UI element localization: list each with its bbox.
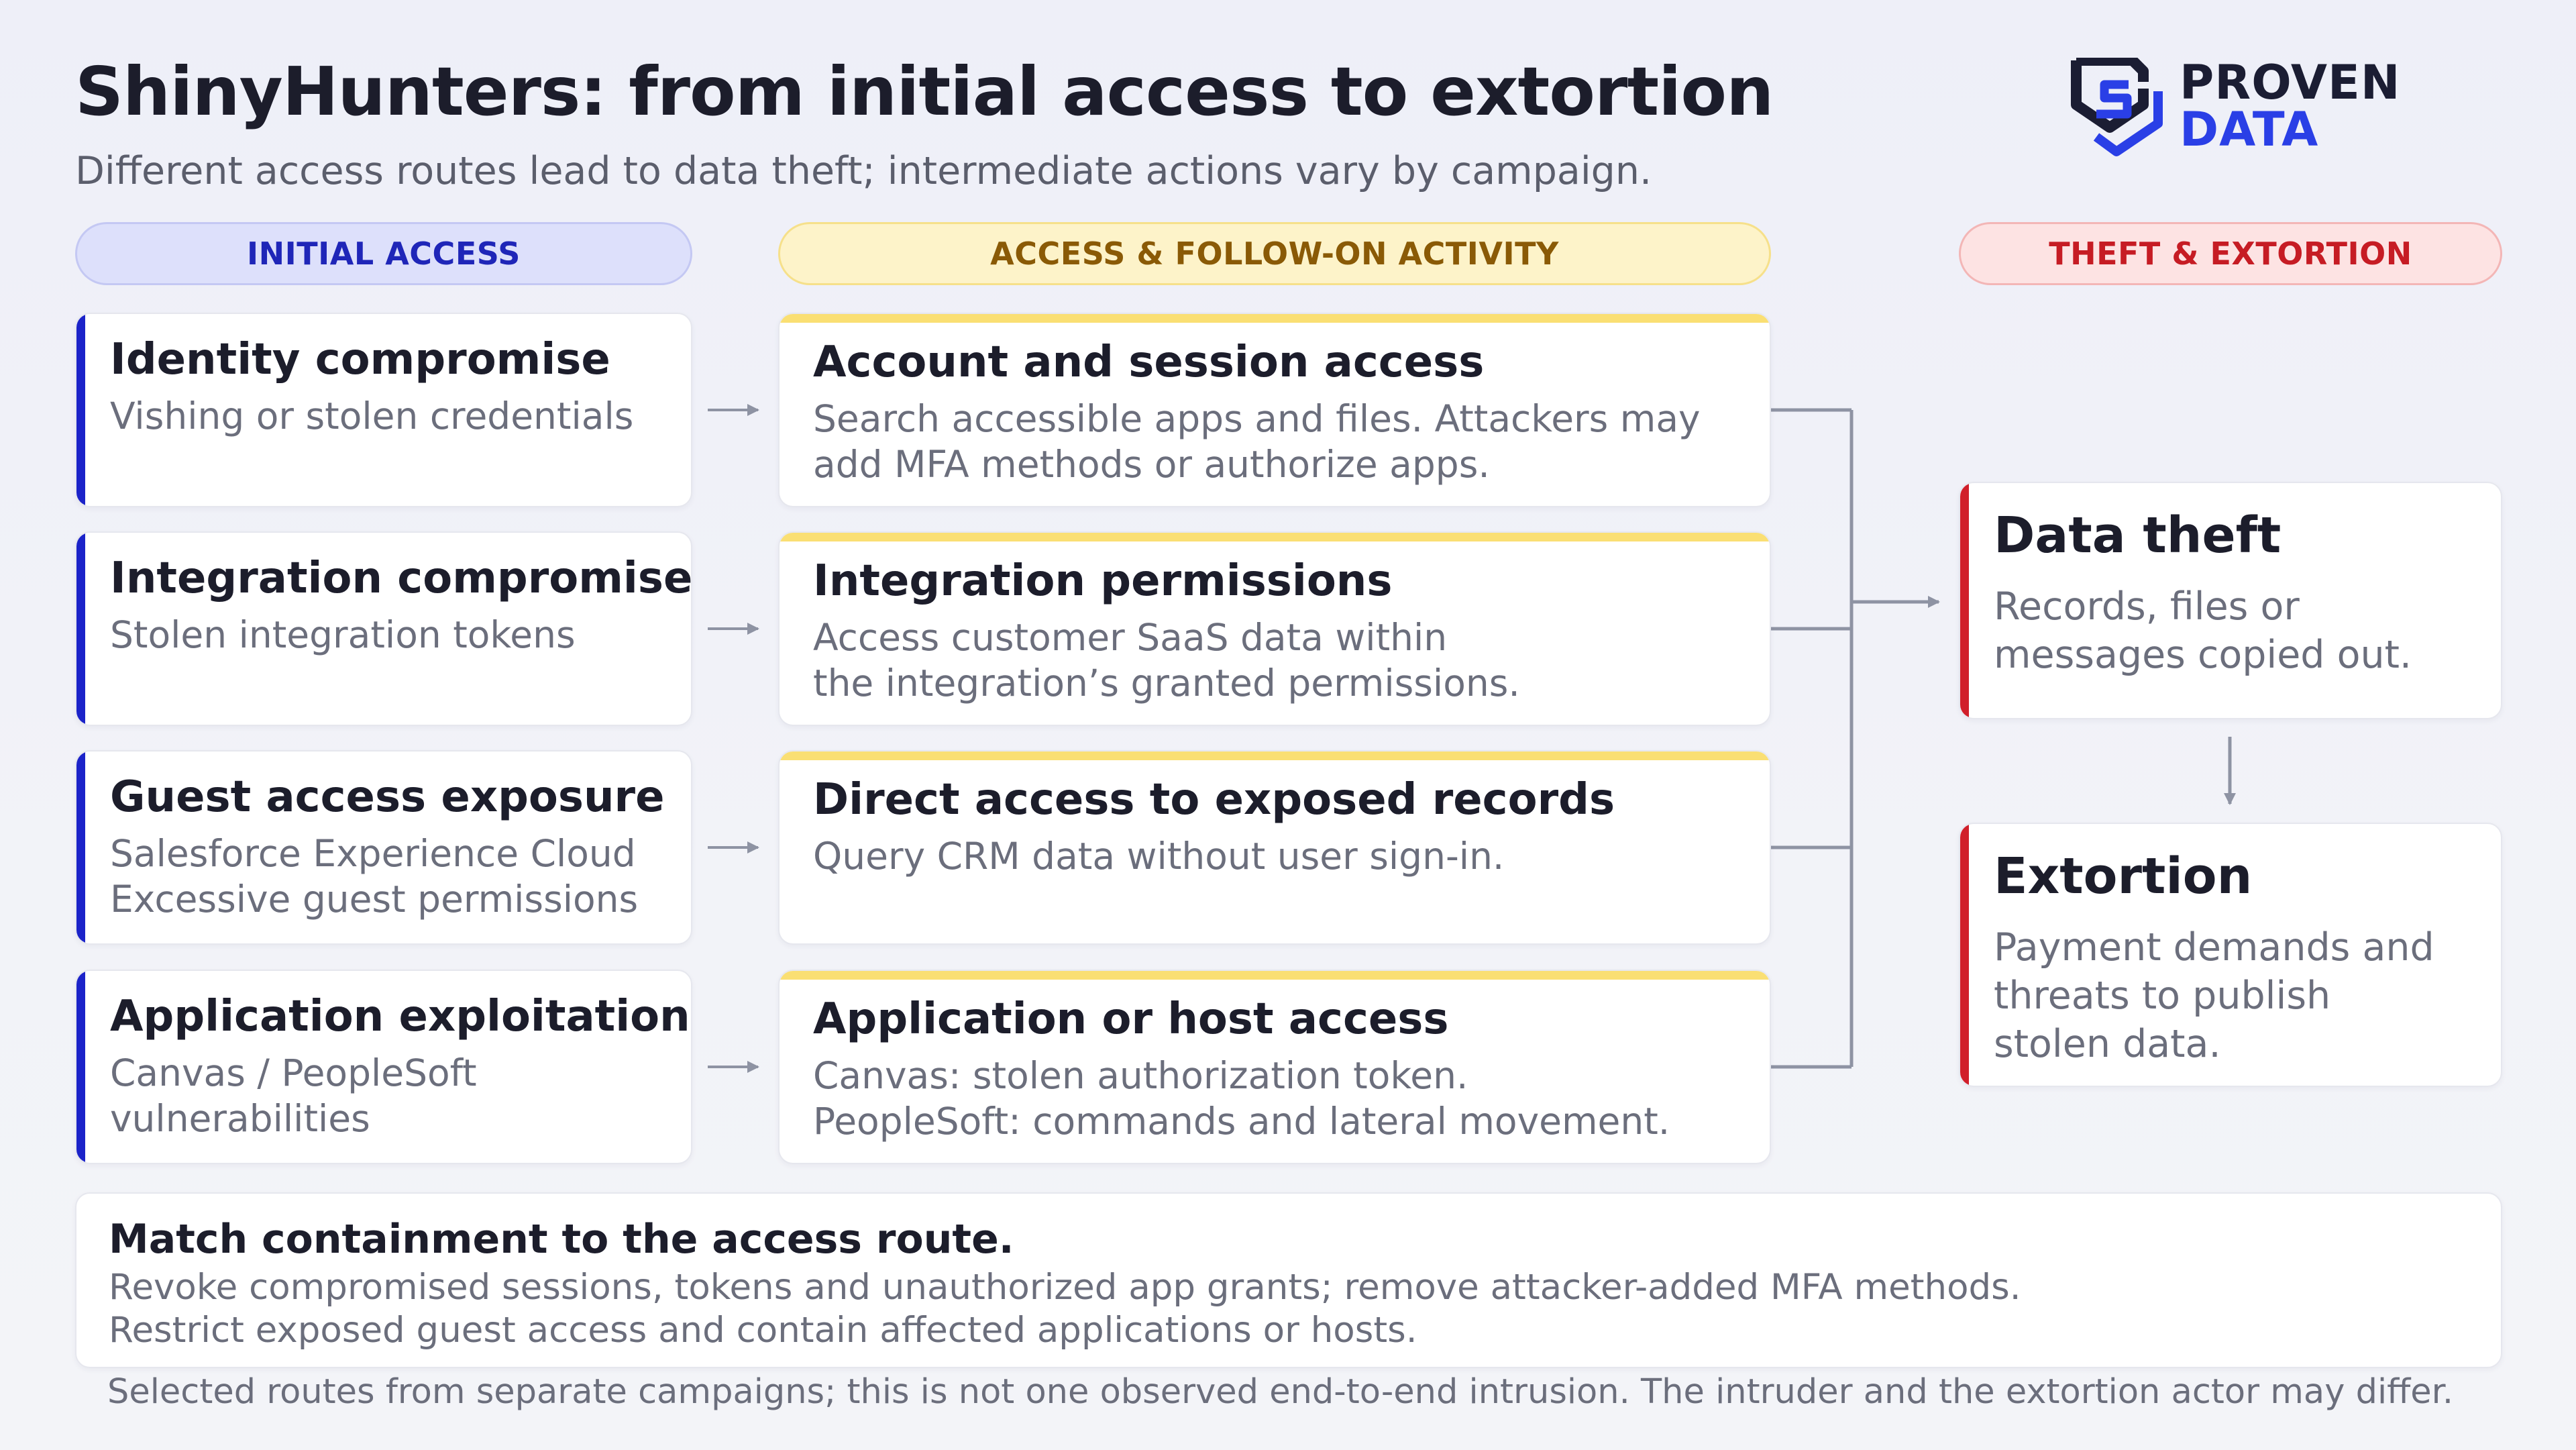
card-title: Integration compromise [110, 554, 692, 603]
containment-line: Revoke compromised sessions, tokens and … [109, 1267, 2021, 1308]
page-subtitle: Different access routes lead to data the… [75, 149, 1652, 193]
card-description: Query CRM data without user sign-in. [813, 835, 1505, 878]
card-description: Vishing or stolen credentials [110, 395, 634, 437]
page-title: ShinyHunters: from initial access to ext… [75, 52, 1774, 131]
card-description: Canvas: stolen authorization token.Peopl… [813, 1054, 1670, 1143]
initial-card-guest-access-exposure: Guest access exposure Salesforce Experie… [75, 750, 692, 945]
logo-text-proven: PROVEN [2180, 55, 2401, 110]
activity-card-application-host-access: Application or host access Canvas: stole… [778, 970, 1771, 1164]
activity-card-direct-access-exposed-records: Direct access to exposed records Query C… [778, 750, 1771, 945]
initial-card-application-exploitation: Application exploitation Canvas / People… [75, 970, 692, 1164]
initial-card-integration-compromise: Integration compromise Stolen integratio… [75, 531, 692, 726]
card-title: Application exploitation [110, 992, 690, 1041]
card-description: Stolen integration tokens [110, 613, 576, 656]
card-title: Account and session access [813, 338, 1485, 387]
shield-s-logo-icon [2071, 58, 2163, 156]
merge-bracket [1771, 408, 1940, 1069]
footer-note: Selected routes from separate campaigns;… [107, 1372, 2454, 1412]
card-title: Direct access to exposed records [813, 775, 1615, 825]
card-title: Extortion [1994, 847, 2253, 905]
card-title: Integration permissions [813, 556, 1393, 606]
card-title: Guest access exposure [110, 772, 665, 822]
card-description: Search accessible apps and files. Attack… [813, 397, 1701, 486]
activity-card-integration-permissions: Integration permissions Access customer … [778, 531, 1771, 726]
initial-card-identity-compromise: Identity compromise Vishing or stolen cr… [75, 313, 692, 507]
containment-card: Match containment to the access route. R… [75, 1192, 2502, 1368]
logo-text-data: DATA [2180, 102, 2319, 157]
column-header-initial-access: INITIAL ACCESS [75, 222, 692, 285]
column-header-follow-on-activity: ACCESS & FOLLOW-ON ACTIVITY [778, 222, 1771, 285]
card-title: Data theft [1994, 507, 2282, 564]
proven-data-logo: PROVEN DATA [2070, 58, 2405, 158]
containment-line: Restrict exposed guest access and contai… [109, 1310, 1417, 1351]
card-title: Application or host access [813, 994, 1449, 1044]
row-arrows [708, 404, 759, 1073]
activity-card-account-session-access: Account and session access Search access… [778, 313, 1771, 507]
card-title: Identity compromise [110, 335, 610, 384]
column-header-theft-extortion: THEFT & EXTORTION [1959, 222, 2502, 285]
containment-title: Match containment to the access route. [109, 1216, 1014, 1263]
